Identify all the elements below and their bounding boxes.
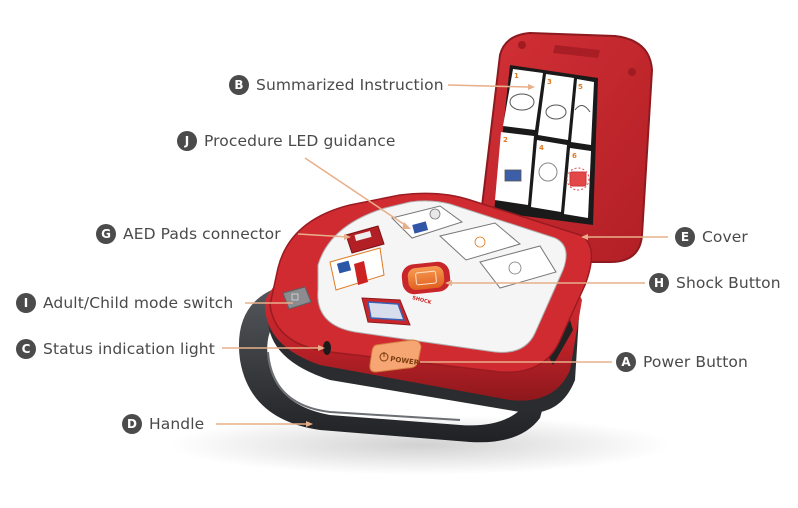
callout-shock-button: H Shock Button bbox=[649, 272, 781, 294]
svg-text:5: 5 bbox=[578, 83, 583, 91]
callout-handle: D Handle bbox=[122, 413, 204, 435]
callout-label: Power Button bbox=[643, 353, 748, 371]
svg-text:4: 4 bbox=[539, 144, 544, 152]
badge-h: H bbox=[649, 273, 669, 293]
badge-i: I bbox=[16, 293, 36, 313]
aed-pads-connector bbox=[345, 225, 385, 254]
badge-d: D bbox=[122, 414, 142, 434]
badge-g: G bbox=[96, 224, 116, 244]
callout-label: Procedure LED guidance bbox=[204, 132, 396, 150]
summarized-instruction-panel: 1 2 3 4 5 6 bbox=[494, 65, 598, 225]
callout-procedure-led-guidance: J Procedure LED guidance bbox=[177, 130, 396, 152]
svg-text:6: 6 bbox=[572, 152, 577, 160]
callout-label: Cover bbox=[702, 228, 748, 246]
callout-label: Adult/Child mode switch bbox=[43, 294, 234, 312]
callout-label: Handle bbox=[149, 415, 205, 433]
callout-aed-pads-connector: G AED Pads connector bbox=[96, 223, 281, 245]
callout-adult-child-mode-switch: I Adult/Child mode switch bbox=[16, 292, 233, 314]
shock-button: SHOCK bbox=[401, 261, 451, 306]
callout-label: Shock Button bbox=[676, 274, 781, 292]
callout-label: Status indication light bbox=[43, 340, 215, 358]
cover: 1 2 3 4 5 6 bbox=[476, 31, 654, 263]
svg-text:1: 1 bbox=[514, 72, 519, 80]
main-body: SHOCK POWER bbox=[264, 192, 593, 413]
svg-text:SHOCK: SHOCK bbox=[411, 295, 433, 306]
power-button: POWER bbox=[369, 339, 422, 373]
callout-label: AED Pads connector bbox=[123, 225, 281, 243]
callout-summarized-instruction: B Summarized Instruction bbox=[229, 74, 444, 96]
badge-c: C bbox=[16, 339, 36, 359]
badge-e: E bbox=[675, 227, 695, 247]
callout-power-button: A Power Button bbox=[616, 351, 748, 373]
svg-text:3: 3 bbox=[547, 78, 552, 86]
leader-lines bbox=[216, 84, 668, 425]
badge-j: J bbox=[177, 131, 197, 151]
callout-label: Summarized Instruction bbox=[256, 76, 444, 94]
badge-b: B bbox=[229, 75, 249, 95]
status-indication-light bbox=[323, 341, 331, 355]
callout-cover: E Cover bbox=[675, 226, 748, 248]
badge-a: A bbox=[616, 352, 636, 372]
callout-status-indication-light: C Status indication light bbox=[16, 338, 215, 360]
svg-text:2: 2 bbox=[503, 136, 508, 144]
